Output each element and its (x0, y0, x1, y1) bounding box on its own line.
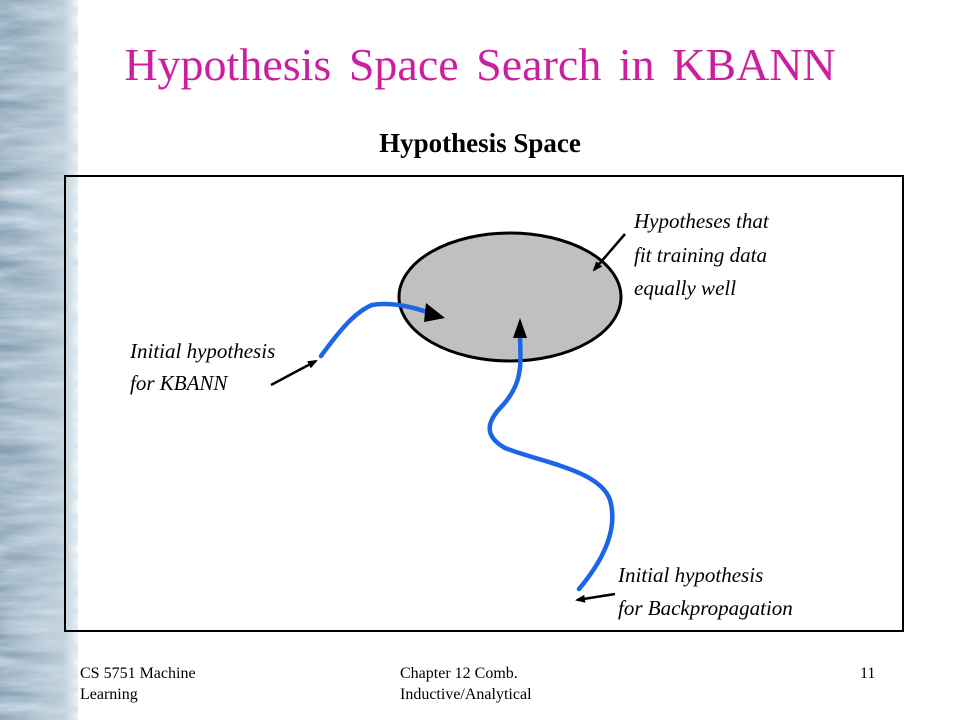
backprop-label: Initial hypothesis for Backpropagation (617, 563, 793, 620)
kbann-path-arrowhead (424, 303, 445, 322)
fit-hypotheses-ellipse (397, 231, 623, 363)
diagram-heading: Hypothesis Space (379, 128, 581, 158)
footer-course-line2: Learning (80, 686, 138, 703)
footer-chapter-line1: Chapter 12 Comb. (400, 665, 518, 682)
kbann-pointer-arrow (270, 359, 318, 387)
ellipse-pointer-arrow (592, 233, 626, 272)
footer-course: CS 5751 Machine Learning (80, 663, 280, 705)
slide-title: Hypothesis Space Search in KBANN (124, 39, 836, 90)
footer-course-line1: CS 5751 Machine (80, 665, 196, 682)
backprop-pointer-arrow (575, 592, 616, 603)
kbann-label: Initial hypothesis for KBANN (129, 339, 281, 395)
ellipse-label: Hypotheses that fit training data equall… (633, 209, 774, 300)
page-number: 11 (860, 665, 876, 682)
footer-chapter-line2: Inductive/Analytical (400, 686, 532, 703)
footer-chapter: Chapter 12 Comb. Inductive/Analytical (400, 663, 600, 705)
backprop-path-arrowhead (513, 318, 527, 338)
hypothesis-space-box (64, 175, 904, 632)
kbann-search-path (318, 301, 433, 359)
backprop-search-path (487, 329, 615, 592)
